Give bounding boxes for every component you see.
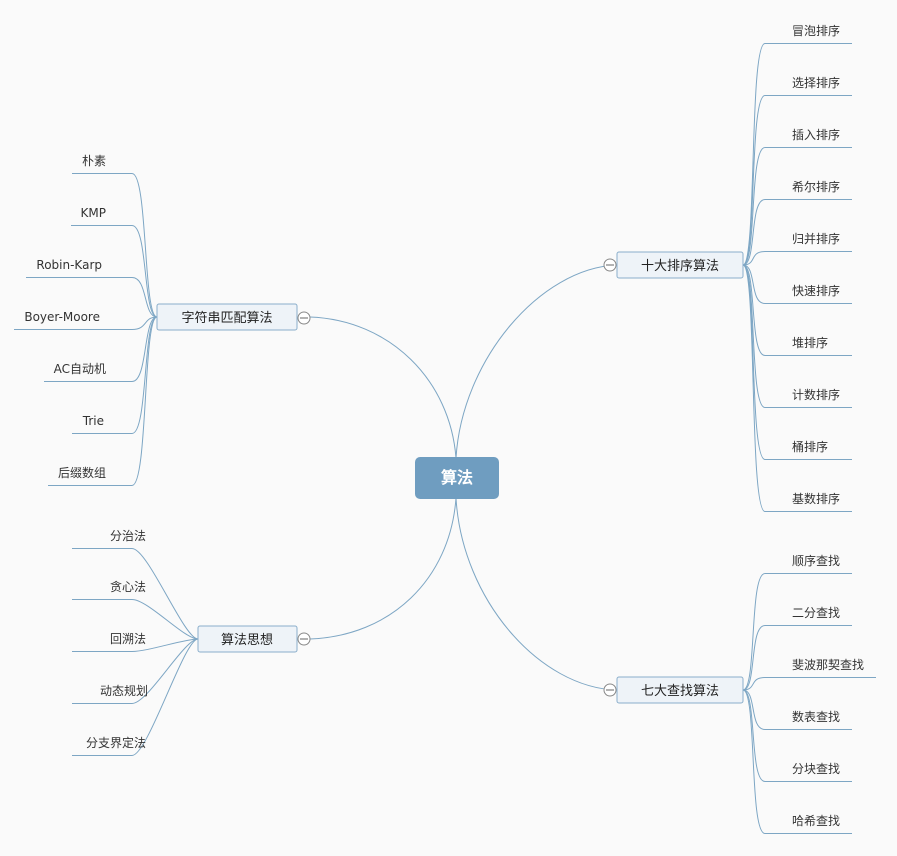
leaf-connector [742,573,766,691]
leaf-connector [131,225,158,318]
branch-sort-label: 十大排序算法 [641,259,719,274]
leaf-connector [742,625,766,691]
leaf-connector [742,264,766,356]
leaf-string-0[interactable]: 朴素 [82,153,106,168]
leaf-sort-6[interactable]: 堆排序 [792,335,828,350]
leaf-sort-7[interactable]: 计数排序 [792,387,840,402]
connector-root-sort [455,264,618,459]
minus-circle-icon[interactable] [297,632,311,646]
minus-circle-icon[interactable] [603,683,617,697]
leaf-connector [742,147,766,266]
leaf-search-4[interactable]: 分块查找 [792,762,840,776]
leaf-sort-8[interactable]: 桶排序 [792,439,828,454]
leaf-connector [131,277,158,318]
leaf-connector [131,599,199,640]
leaf-connectors [14,43,876,834]
leaf-sort-0[interactable]: 冒泡排序 [792,23,840,38]
leaf-connector [131,638,199,756]
leaf-connector [131,173,158,318]
leaf-connector [131,316,158,434]
leaf-connector [131,316,158,330]
leaf-connector [742,264,766,304]
leaf-connector [742,251,766,266]
leaf-sort-2[interactable]: 插入排序 [792,127,840,142]
leaf-connector [131,638,199,704]
leaf-idea-3[interactable]: 动态规划 [100,683,148,698]
leaf-connector [742,95,766,266]
leaf-connector [131,638,199,652]
leaf-search-1[interactable]: 二分查找 [792,606,840,620]
leaf-connector [742,264,766,512]
leaf-idea-0[interactable]: 分治法 [110,529,146,543]
leaf-connector [131,316,158,486]
connector-root-search [455,497,618,691]
leaf-string-2[interactable]: Robin-Karp [36,258,102,272]
leaf-idea-2[interactable]: 回溯法 [110,631,146,646]
leaf-idea-4[interactable]: 分支界定法 [86,735,146,750]
leaf-connector [742,199,766,266]
leaf-connector [131,548,199,640]
minus-circle-icon[interactable] [297,311,311,325]
leaf-sort-1[interactable]: 选择排序 [792,75,840,90]
leaf-sort-3[interactable]: 希尔排序 [792,179,840,194]
minus-circle-icon[interactable] [603,258,617,272]
leaf-sort-9[interactable]: 基数排序 [792,491,840,506]
connector-root-string [309,316,457,459]
branch-string-label: 字符串匹配算法 [181,310,272,326]
leaf-connector [131,316,158,382]
leaf-connector [742,689,766,730]
leaf-search-2[interactable]: 斐波那契查找 [792,658,864,672]
leaf-search-0[interactable]: 顺序查找 [792,553,840,568]
root-label: 算法 [441,468,473,487]
leaf-connector [742,264,766,460]
leaf-string-4[interactable]: AC自动机 [54,362,106,376]
leaf-idea-1[interactable]: 贪心法 [110,579,146,594]
leaf-connector [742,689,766,782]
branch-search-label: 七大查找算法 [641,684,719,699]
connector-root-idea [309,497,457,640]
leaf-search-3[interactable]: 数表查找 [792,709,840,724]
leaf-string-3[interactable]: Boyer-Moore [24,310,100,324]
branch-idea[interactable]: 算法思想 [197,625,298,653]
leaf-search-5[interactable]: 哈希查找 [792,813,840,828]
branch-idea-label: 算法思想 [221,632,273,648]
leaf-sort-5[interactable]: 快速排序 [792,283,840,298]
branch-sort[interactable]: 十大排序算法 [616,251,744,279]
branch-string[interactable]: 字符串匹配算法 [156,303,298,331]
root-node[interactable]: 算法 [415,457,499,499]
leaf-connector [742,43,766,266]
leaf-connector [742,689,766,834]
leaf-string-6[interactable]: 后缀数组 [58,465,106,480]
leaf-connector [742,677,766,691]
leaf-string-5[interactable]: Trie [82,414,104,428]
branch-search[interactable]: 七大查找算法 [616,676,744,704]
leaf-sort-4[interactable]: 归并排序 [792,231,840,246]
leaf-string-1[interactable]: KMP [81,206,106,220]
